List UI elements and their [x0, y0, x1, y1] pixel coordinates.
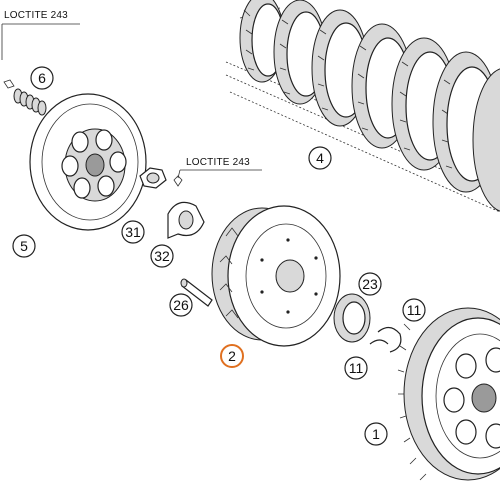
circlip-lower [369, 339, 389, 345]
callout-26: 26 [169, 293, 193, 317]
loctite-note-mid-text: LOCTITE 243 [186, 157, 250, 168]
callout-23: 23 [358, 272, 382, 296]
callout-23-text: 23 [362, 276, 378, 292]
lock-washer [167, 201, 205, 239]
circlip-upper [377, 326, 402, 353]
pressure-plate [29, 93, 147, 231]
callout-32-text: 32 [154, 248, 170, 264]
callout-11-lower-text: 11 [349, 360, 364, 376]
callout-6: 6 [30, 66, 54, 90]
clutch-plate-stack [225, 0, 500, 213]
callout-2-highlighted: 2 [220, 344, 244, 368]
callout-31-text: 31 [125, 224, 141, 240]
loctite-note-top: LOCTITE 243 [1, 10, 80, 60]
callout-1: 1 [364, 422, 388, 446]
loctite-note-mid: LOCTITE 243 [177, 157, 262, 179]
callout-11-upper-text: 11 [407, 302, 422, 318]
callout-4: 4 [308, 146, 332, 170]
pin [180, 278, 213, 307]
hub-nut [139, 167, 183, 189]
callout-1-text: 1 [372, 426, 380, 442]
callout-11-upper: 11 [402, 298, 426, 322]
callout-11-lower: 11 [344, 356, 368, 380]
callout-5-text: 5 [20, 238, 28, 254]
loctite-note-top-text: LOCTITE 243 [4, 10, 68, 21]
callout-2-text: 2 [228, 348, 236, 364]
outer-clutch-basket [397, 307, 500, 481]
inner-clutch-hub [211, 205, 341, 347]
callout-6-text: 6 [38, 70, 46, 86]
callout-4-text: 4 [316, 150, 324, 166]
clutch-spring [3, 79, 47, 116]
callout-32: 32 [150, 244, 174, 268]
callout-5: 5 [12, 234, 36, 258]
thrust-washer [333, 293, 371, 343]
callout-31: 31 [121, 220, 145, 244]
callout-26-text: 26 [173, 297, 189, 313]
